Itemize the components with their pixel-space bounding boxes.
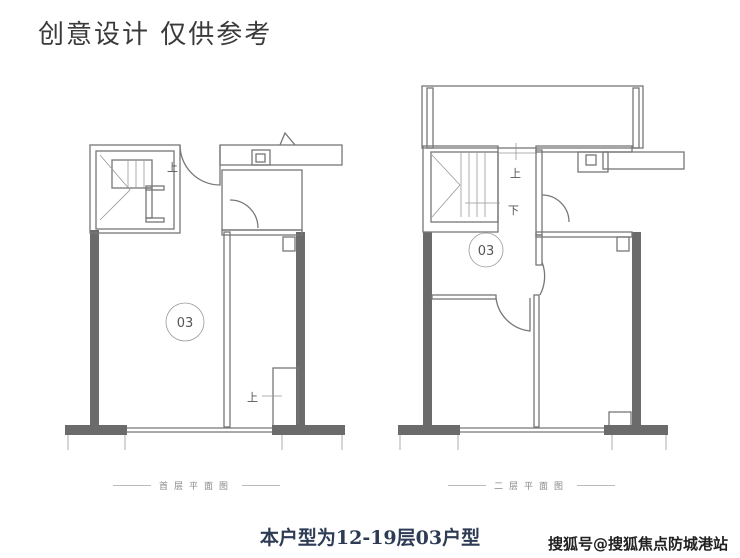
caption-text: 首层平面图 (159, 482, 235, 492)
watermark: 搜狐号@搜狐焦点防城港站 (547, 535, 728, 553)
unit-label: 03 (177, 316, 194, 331)
stair-label-up: 上 (247, 391, 258, 404)
stair-label-down: 下 (508, 204, 519, 217)
unit-label: 03 (478, 244, 495, 259)
caption-text: 二层平面图 (494, 482, 570, 492)
first-floor-caption: 首层平面图 (105, 479, 288, 492)
stair-label-up: 上 (510, 167, 521, 180)
unit-description: 本户型为12-19层03户型 (259, 527, 481, 549)
second-floor-plan: 03 上 下 (398, 85, 685, 450)
stair-label-up: 上 (167, 161, 178, 174)
page-title: 创意设计 仅供参考 (38, 20, 273, 50)
unit-marker-circle (468, 232, 504, 268)
first-floor-plan: 03 上 上 (65, 131, 345, 450)
unit-marker-circle (165, 302, 205, 342)
second-floor-caption: 二层平面图 (440, 479, 623, 492)
